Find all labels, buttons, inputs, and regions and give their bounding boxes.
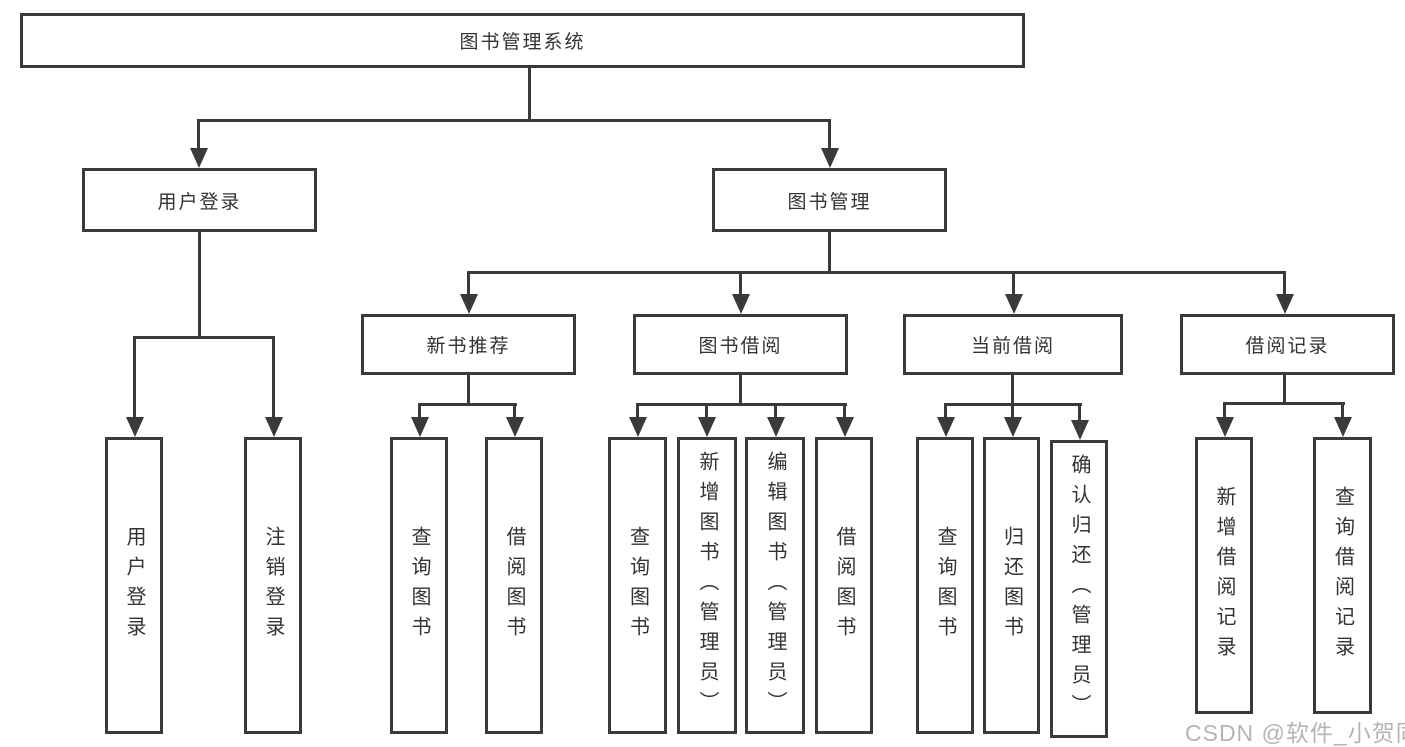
- connector-bar: [467, 271, 1286, 274]
- arrowhead-down-icon: [836, 417, 854, 437]
- leaf-query-borrow-record: 查询借阅记录: [1313, 437, 1372, 714]
- connector-drop: [272, 336, 275, 419]
- leaf-query-books: 查询图书: [916, 437, 974, 734]
- leaf-add-borrow-record: 新增借阅记录: [1195, 437, 1253, 714]
- node-user-login-branch: 用户登录: [82, 168, 317, 232]
- connector-drop: [1078, 403, 1081, 422]
- arrowhead-down-icon: [506, 417, 524, 437]
- leaf-edit-book-admin: 编辑图书（管理员）: [745, 437, 805, 734]
- connector-drop: [739, 271, 742, 297]
- leaf-logout: 注销登录: [244, 437, 302, 734]
- connector-bar: [133, 336, 275, 339]
- connector-drop: [1283, 271, 1286, 297]
- connector-stem: [467, 375, 470, 405]
- connector-bar: [418, 403, 517, 406]
- connector-drop: [1011, 403, 1014, 419]
- node-current-borrow: 当前借阅: [903, 314, 1123, 375]
- node-library-system: 图书管理系统: [20, 13, 1025, 68]
- connector-drop: [1223, 402, 1226, 418]
- connector-stem: [739, 375, 742, 405]
- leaf-user-login: 用户登录: [105, 437, 163, 734]
- connector-drop: [705, 403, 708, 419]
- leaf-add-book-admin: 新增图书（管理员）: [677, 437, 737, 734]
- connector-drop: [944, 403, 947, 419]
- leaf-query-books: 查询图书: [390, 437, 448, 734]
- connector-drop: [197, 119, 200, 151]
- arrowhead-down-icon: [767, 417, 785, 437]
- arrowhead-down-icon: [1216, 417, 1234, 437]
- connector-stem: [1283, 375, 1286, 404]
- connector-bar: [197, 119, 831, 122]
- connector-drop: [418, 403, 421, 419]
- connector-bar: [636, 403, 847, 406]
- arrowhead-down-icon: [411, 417, 429, 437]
- node-book-management: 图书管理: [712, 168, 947, 232]
- arrowhead-down-icon: [1276, 294, 1294, 314]
- leaf-borrow-books: 借阅图书: [815, 437, 873, 734]
- leaf-query-books: 查询图书: [608, 437, 667, 734]
- connector-drop: [843, 403, 846, 419]
- arrowhead-down-icon: [190, 148, 208, 168]
- connector-drop: [1341, 402, 1344, 418]
- arrowhead-down-icon: [1004, 417, 1022, 437]
- arrowhead-down-icon: [732, 294, 750, 314]
- arrowhead-down-icon: [1071, 420, 1089, 440]
- arrowhead-down-icon: [937, 417, 955, 437]
- connector-bar: [1223, 402, 1345, 405]
- arrowhead-down-icon: [1005, 294, 1023, 314]
- connector-stem: [528, 68, 531, 121]
- connector-drop: [774, 403, 777, 419]
- arrowhead-down-icon: [698, 417, 716, 437]
- arrowhead-down-icon: [126, 417, 144, 437]
- connector-stem: [1011, 375, 1014, 405]
- connector-drop: [1012, 271, 1015, 297]
- leaf-confirm-return-admin: 确认归还（管理员）: [1050, 440, 1108, 738]
- leaf-return-books: 归还图书: [983, 437, 1040, 734]
- leaf-borrow-books: 借阅图书: [485, 437, 543, 734]
- arrowhead-down-icon: [629, 417, 647, 437]
- csdn-watermark: CSDN @软件_小贺同学: [1185, 720, 1405, 746]
- connector-drop: [133, 336, 136, 419]
- connector-stem: [828, 232, 831, 273]
- connector-drop: [513, 403, 516, 419]
- node-borrow-records: 借阅记录: [1180, 314, 1395, 375]
- arrowhead-down-icon: [1334, 417, 1352, 437]
- node-book-borrow: 图书借阅: [633, 314, 848, 375]
- connector-drop: [467, 271, 470, 297]
- connector-drop: [636, 403, 639, 419]
- connector-stem: [198, 232, 201, 338]
- connector-drop: [828, 119, 831, 151]
- arrowhead-down-icon: [265, 417, 283, 437]
- arrowhead-down-icon: [821, 148, 839, 168]
- node-new-book-recommend: 新书推荐: [361, 314, 576, 375]
- arrowhead-down-icon: [460, 294, 478, 314]
